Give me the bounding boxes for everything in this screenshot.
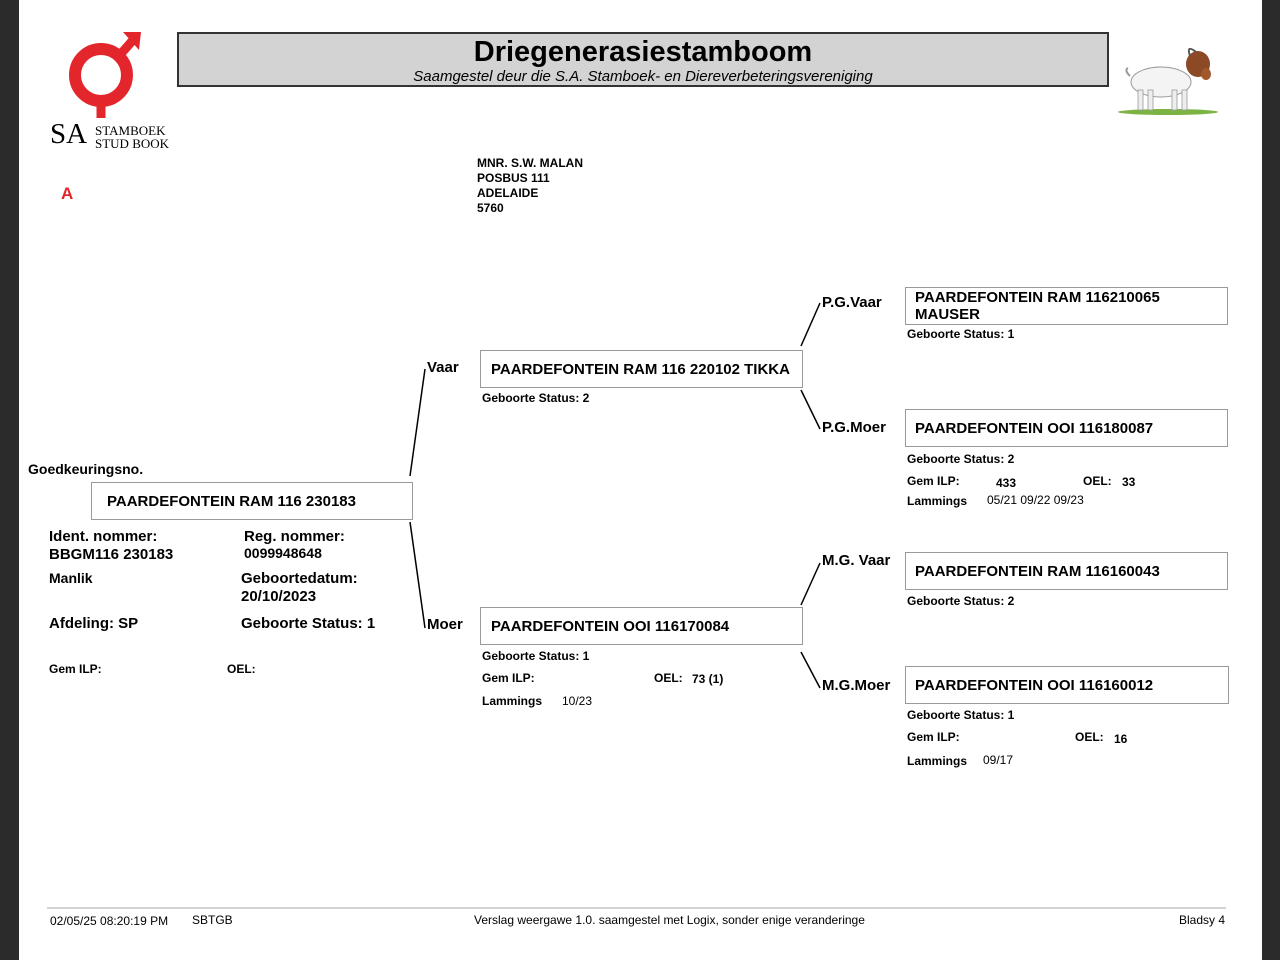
- dam-lammings-label: Lammings: [482, 694, 543, 708]
- subject-oel-label: OEL:: [227, 662, 256, 676]
- pg-dam-box: PAARDEFONTEIN OOI 116180087: [905, 409, 1228, 447]
- mg-dam-lammings-label: Lammings: [907, 754, 968, 768]
- address-line-town: ADELAIDE: [477, 186, 539, 200]
- footer-timestamp: 02/05/25 08:20:19 PM: [50, 914, 169, 928]
- connector-mg-sire: [800, 562, 821, 606]
- subject-birth-status: Geboorte Status: 1: [241, 615, 376, 632]
- mg-dam-box: PAARDEFONTEIN OOI 116160012: [905, 666, 1229, 704]
- connector-pg-sire: [800, 302, 821, 347]
- mg-dam-oel-value: 16: [1114, 732, 1128, 746]
- mg-dam-birth-status: Geboorte Status: 1: [907, 708, 1015, 722]
- mg-sire-birth-status: Geboorte Status: 2: [907, 594, 1015, 608]
- sire-name: PAARDEFONTEIN RAM 116 220102 TIKKA: [491, 360, 790, 378]
- reg-number-value: 0099948648: [244, 545, 322, 561]
- mg-dam-name: PAARDEFONTEIN OOI 116160012: [915, 676, 1154, 694]
- footer-code: SBTGB: [192, 913, 233, 927]
- page-title: Driegenerasiestamboom: [473, 36, 813, 68]
- birthdate-value: 20/10/2023: [241, 588, 317, 605]
- footer-report-note: Verslag weergawe 1.0. saamgestel met Log…: [474, 913, 865, 927]
- section-value: Afdeling: SP: [49, 615, 139, 632]
- sire-box: PAARDEFONTEIN RAM 116 220102 TIKKA: [480, 350, 803, 388]
- pg-sire-box: PAARDEFONTEIN RAM 116210065 MAUSER: [905, 287, 1228, 325]
- sire-label: Vaar: [427, 359, 459, 376]
- dam-oel-value: 73 (1): [692, 672, 724, 686]
- pg-dam-gem-ilp-value: 433: [996, 476, 1017, 490]
- pg-dam-name: PAARDEFONTEIN OOI 116180087: [915, 419, 1154, 437]
- logo-studbook-text: STUD BOOK: [95, 136, 170, 151]
- subject-animal-name: PAARDEFONTEIN RAM 116 230183: [107, 492, 356, 510]
- pg-dam-oel-label: OEL:: [1083, 474, 1112, 488]
- address-line-code: 5760: [477, 201, 504, 215]
- mg-dam-oel-label: OEL:: [1075, 730, 1104, 744]
- connector-mg-dam: [800, 651, 821, 689]
- document-page: SA STAMBOEK STUD BOOK Driegenerasiestamb…: [19, 0, 1262, 960]
- title-banner: Driegenerasiestamboom Saamgestel deur di…: [177, 32, 1109, 87]
- pg-dam-lammings-label: Lammings: [907, 494, 968, 508]
- logo-stamboek-text: STAMBOEK: [95, 123, 166, 138]
- dam-name: PAARDEFONTEIN OOI 116170084: [491, 617, 730, 635]
- connector-sire: [409, 368, 426, 477]
- sire-birth-status: Geboorte Status: 2: [482, 391, 590, 405]
- dam-lammings-value: 10/23: [562, 694, 593, 708]
- ident-number-label: Ident. nommer:: [49, 528, 158, 545]
- approval-number-label: Goedkeuringsno.: [28, 461, 144, 477]
- logo-sa-text: SA: [50, 118, 88, 150]
- owner-address: MNR. S.W. MALAN POSBUS 111 ADELAIDE 5760: [477, 156, 583, 216]
- pg-sire-name: PAARDEFONTEIN RAM 116210065 MAUSER: [915, 289, 1160, 323]
- pg-dam-birth-status: Geboorte Status: 2: [907, 452, 1015, 466]
- connector-dam: [409, 521, 426, 629]
- grade-letter: A: [61, 184, 74, 203]
- mg-dam-label: M.G.Moer: [822, 677, 891, 694]
- sex-value: Manlik: [49, 570, 93, 586]
- pedigree-connector-lines: [47, 302, 1226, 909]
- pg-dam-gem-ilp-label: Gem ILP:: [907, 474, 960, 488]
- dam-gem-ilp-label: Gem ILP:: [482, 671, 535, 685]
- pg-sire-birth-status: Geboorte Status: 1: [907, 327, 1015, 341]
- footer-page-number: Bladsy 4: [1179, 913, 1226, 927]
- pg-dam-oel-value: 33: [1122, 475, 1136, 489]
- address-line-postbox: POSBUS 111: [477, 171, 550, 185]
- connector-pg-dam: [800, 389, 821, 430]
- mg-dam-gem-ilp-label: Gem ILP:: [907, 730, 960, 744]
- pg-sire-label: P.G.Vaar: [822, 294, 882, 311]
- pg-dam-lammings-value: 05/21 09/22 09/23: [987, 493, 1084, 507]
- boer-goat-image: [1116, 40, 1221, 116]
- dam-birth-status: Geboorte Status: 1: [482, 649, 590, 663]
- mg-sire-box: PAARDEFONTEIN RAM 116160043: [905, 552, 1228, 590]
- subject-animal-box: PAARDEFONTEIN RAM 116 230183: [91, 482, 413, 520]
- dam-box: PAARDEFONTEIN OOI 116170084: [480, 607, 803, 645]
- mg-dam-lammings-value: 09/17: [983, 753, 1014, 767]
- birthdate-label: Geboortedatum:: [241, 570, 358, 587]
- ident-number-value: BBGM116 230183: [49, 546, 174, 563]
- mg-sire-label: M.G. Vaar: [822, 552, 891, 569]
- sa-studbook-logo: SA STAMBOEK STUD BOOK: [49, 30, 174, 152]
- logo-symbol-icon: [69, 32, 141, 118]
- dam-oel-label: OEL:: [654, 671, 683, 685]
- subject-gem-ilp-label: Gem ILP:: [49, 662, 102, 676]
- reg-number-label: Reg. nommer:: [244, 528, 345, 545]
- dam-label: Moer: [427, 616, 463, 633]
- mg-sire-name: PAARDEFONTEIN RAM 116160043: [915, 562, 1160, 580]
- page-subtitle: Saamgestel deur die S.A. Stamboek- en Di…: [413, 68, 873, 85]
- pg-dam-label: P.G.Moer: [822, 419, 886, 436]
- address-line-name: MNR. S.W. MALAN: [477, 156, 583, 170]
